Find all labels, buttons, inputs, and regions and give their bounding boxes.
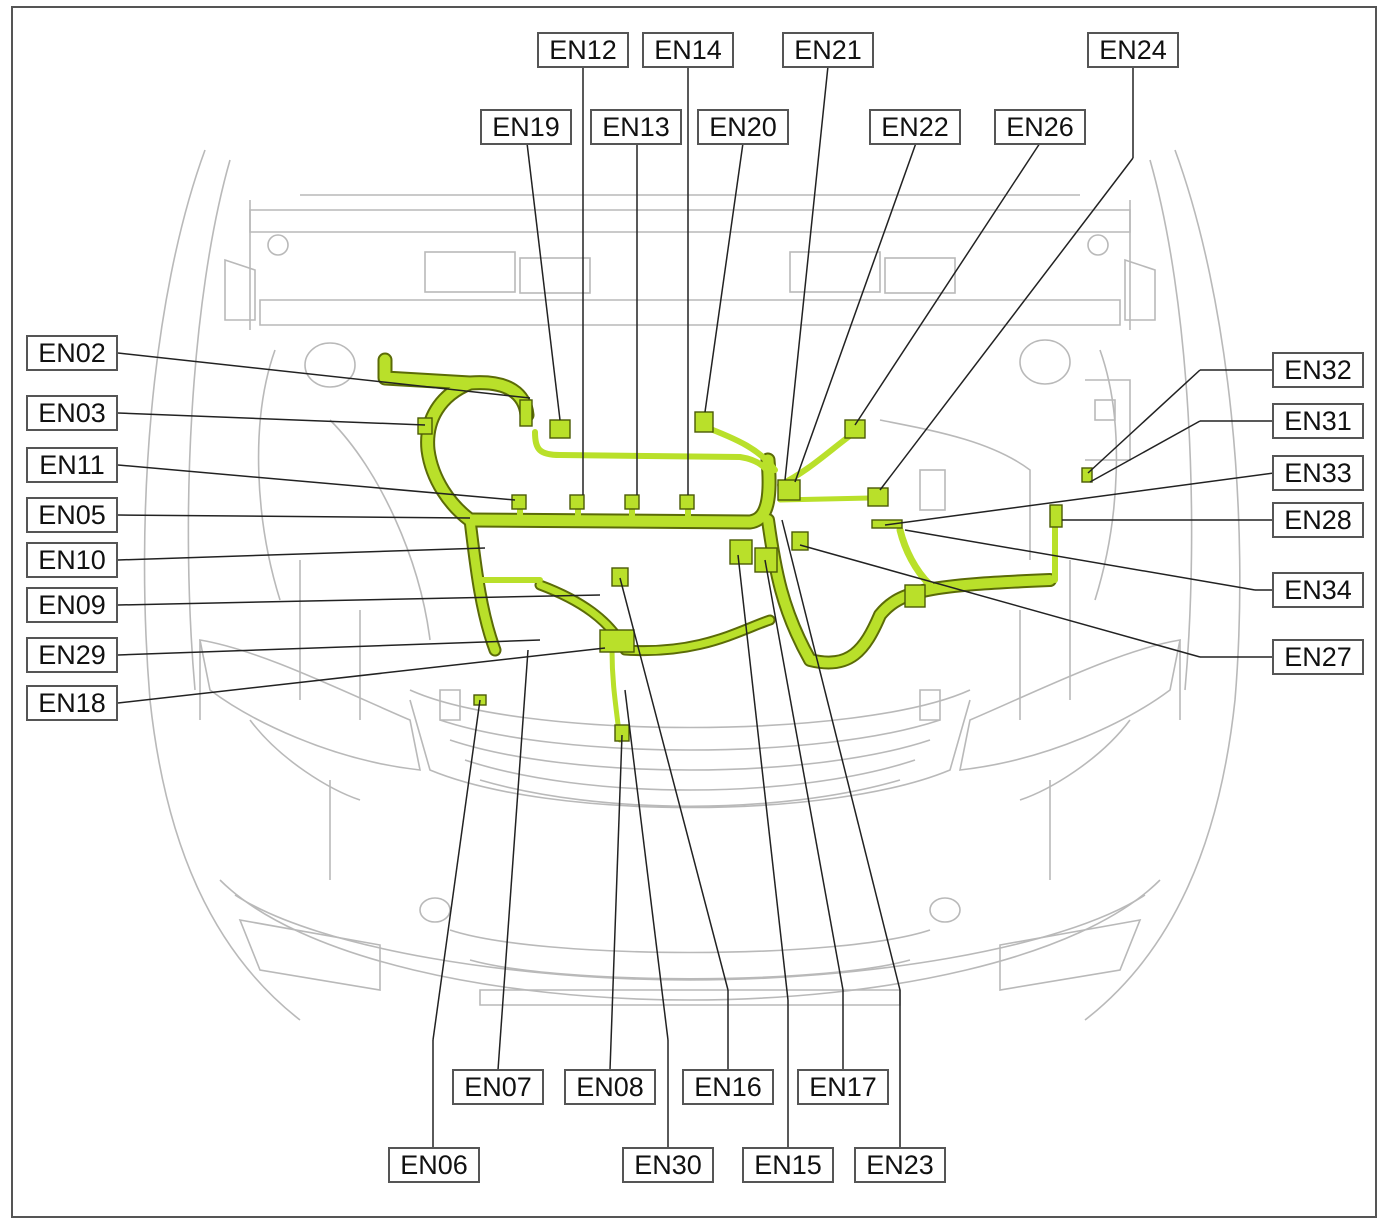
leader-en16b [619,577,729,991]
leader-en02 [117,352,531,399]
label-en19: EN19 [480,109,572,145]
label-en28: EN28 [1272,502,1364,538]
label-en26: EN26 [994,109,1086,145]
label-en11: EN11 [26,447,118,483]
leader-en34b [904,529,1256,591]
label-en10: EN10 [26,542,118,578]
leader-en20 [704,142,744,413]
leader-en24b [879,157,1134,491]
label-en21: EN21 [782,32,874,68]
label-en03: EN03 [26,395,118,431]
label-en34: EN34 [1272,572,1364,608]
label-en24: EN24 [1087,32,1179,68]
label-en18: EN18 [26,685,118,721]
leader-en06b [432,699,481,1041]
label-en29: EN29 [26,637,118,673]
label-en16: EN16 [682,1069,774,1105]
label-en30: EN30 [622,1147,714,1183]
label-en33: EN33 [1272,455,1364,491]
leader-en05 [117,514,471,519]
diagram-frame [11,6,1377,1218]
leader-en19 [526,142,561,421]
leader-en15b [737,554,789,1001]
label-en08: EN08 [564,1069,656,1105]
label-en09: EN09 [26,587,118,623]
leader-en26 [854,142,1041,426]
leader-en09 [117,594,601,606]
leader-en07 [497,649,529,1071]
leader-en03 [117,412,426,426]
leader-en33 [884,472,1275,526]
leader-en17b [764,559,844,991]
leader-en18 [117,647,606,704]
leader-en31b [1089,420,1201,483]
label-en20: EN20 [697,109,789,145]
label-en05: EN05 [26,497,118,533]
label-en12: EN12 [537,32,629,68]
label-en02: EN02 [26,335,118,371]
leader-en21 [784,65,829,481]
leader-en11 [117,464,516,501]
label-en15: EN15 [742,1147,834,1183]
label-en13: EN13 [590,109,682,145]
label-en32: EN32 [1272,352,1364,388]
leader-en30b [624,689,669,1041]
leader-en08 [609,734,623,1071]
leader-en10 [117,547,486,561]
label-en07: EN07 [452,1069,544,1105]
leader-en32b [1087,369,1201,474]
leader-en23b [781,519,901,991]
label-en06: EN06 [388,1147,480,1183]
leader-en27b [799,544,1201,658]
leader-en22 [794,142,917,483]
label-en27: EN27 [1272,639,1364,675]
label-en23: EN23 [854,1147,946,1183]
label-en31: EN31 [1272,403,1364,439]
leader-en29 [117,639,541,656]
label-en22: EN22 [869,109,961,145]
label-en17: EN17 [797,1069,889,1105]
label-en14: EN14 [642,32,734,68]
